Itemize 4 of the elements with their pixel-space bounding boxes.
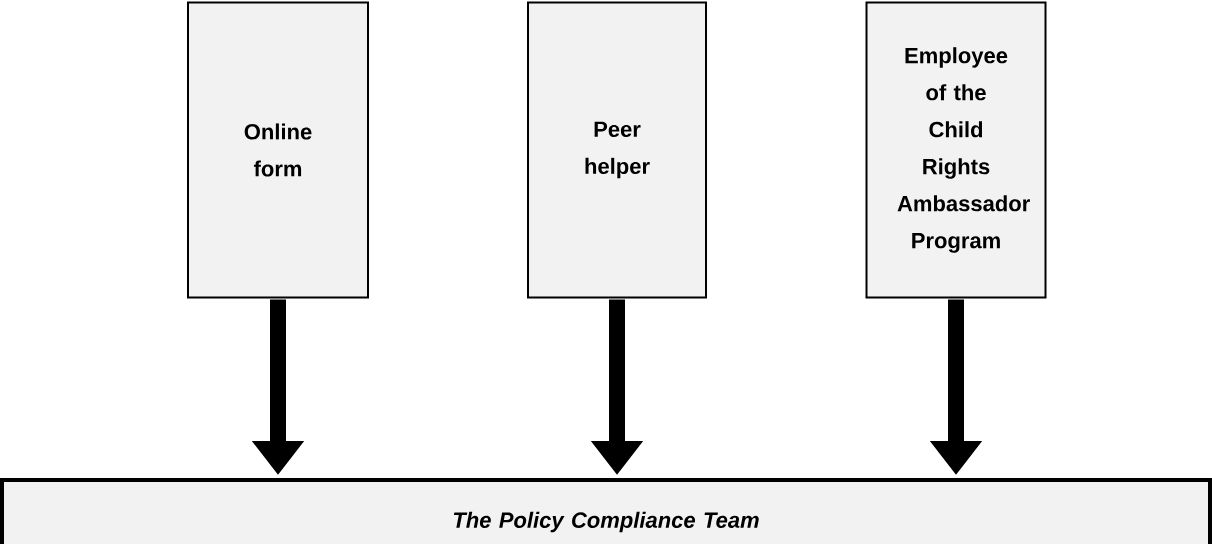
team-box: The Policy Compliance Team bbox=[0, 478, 1212, 544]
source-box: Employee of the Child Rights Ambassador Program bbox=[865, 1, 1047, 299]
source-box: Online form bbox=[187, 1, 369, 299]
source-box: Peer helper bbox=[527, 1, 707, 299]
